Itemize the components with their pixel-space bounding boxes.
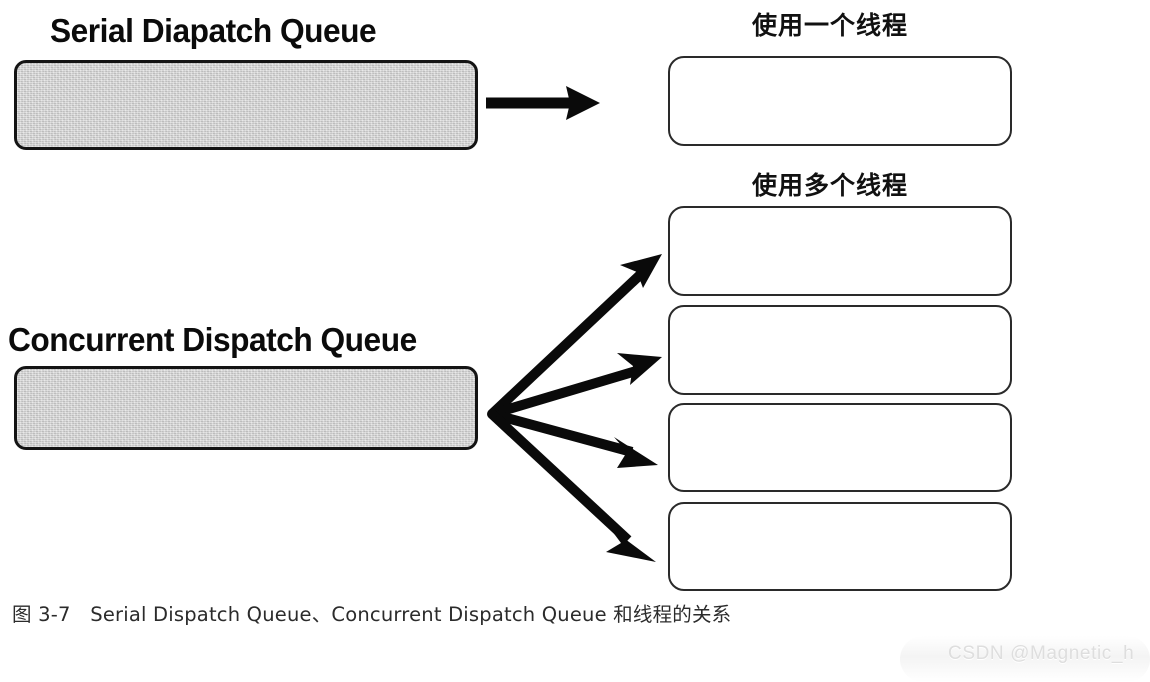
thread-box-1 xyxy=(668,206,1012,296)
single-thread-group-title: 使用一个线程 xyxy=(752,11,909,40)
serial-dispatch-queue-box xyxy=(14,60,478,150)
concurrent-dispatch-queue-title: Concurrent Dispatch Queue xyxy=(8,321,417,358)
arrow-origin-node xyxy=(487,409,497,419)
concurrent-to-thread-arrow-4 xyxy=(488,410,656,562)
watermark-smudge xyxy=(900,636,1150,682)
serial-to-thread-arrow xyxy=(486,86,600,120)
figure-caption: 图 3-7 Serial Dispatch Queue、Concurrent D… xyxy=(12,603,732,626)
thread-box-2 xyxy=(668,305,1012,395)
concurrent-dispatch-queue-box xyxy=(14,366,478,450)
csdn-watermark: CSDN @Magnetic_h xyxy=(948,643,1135,664)
concurrent-to-thread-arrow-3 xyxy=(490,409,658,468)
concurrent-to-thread-arrow-1 xyxy=(488,254,662,418)
multi-thread-group-title: 使用多个线程 xyxy=(752,171,909,200)
serial-dispatch-queue-title: Serial Diapatch Queue xyxy=(50,12,377,49)
thread-box-single xyxy=(668,56,1012,146)
concurrent-to-thread-arrow-2 xyxy=(490,353,662,419)
thread-box-4 xyxy=(668,502,1012,591)
thread-box-3 xyxy=(668,403,1012,492)
